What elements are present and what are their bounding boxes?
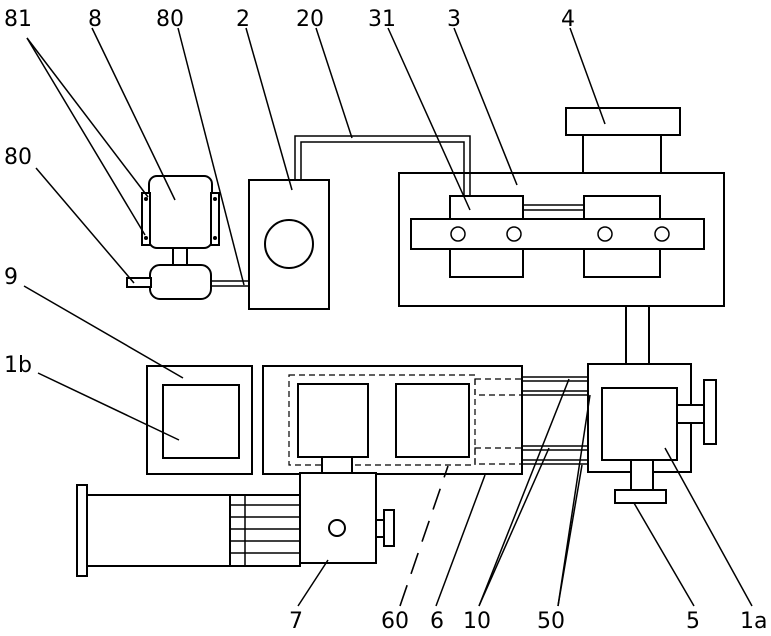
label-60: 60	[381, 609, 409, 634]
component-1a	[587, 363, 717, 473]
label-10: 10	[463, 609, 491, 634]
label-31: 31	[368, 7, 396, 32]
label-5: 5	[686, 609, 700, 634]
component-31-rail	[410, 218, 705, 250]
label-6: 6	[430, 609, 444, 634]
component-2	[248, 179, 330, 310]
label-1b: 1b	[4, 353, 32, 378]
vertical-link	[625, 305, 650, 365]
labels: 81 8 80 2 20 31 3 4 80 9 1b 7 60 6 10 50…	[4, 7, 767, 634]
label-1a: 1a	[740, 609, 767, 634]
component-8-motor	[141, 175, 220, 267]
label-9: 9	[4, 265, 18, 290]
label-81: 81	[4, 7, 32, 32]
label-3: 3	[447, 7, 461, 32]
component-5-handle	[614, 459, 667, 504]
label-4: 4	[561, 7, 575, 32]
label-80-top: 80	[156, 7, 184, 32]
label-8: 8	[88, 7, 102, 32]
component-6-plate	[262, 365, 523, 475]
guide-rods	[522, 376, 588, 465]
pipe-20	[294, 135, 471, 196]
label-80-left: 80	[4, 145, 32, 170]
label-7: 7	[289, 609, 303, 634]
label-50: 50	[537, 609, 565, 634]
component-4	[565, 107, 681, 174]
component-9-frame	[146, 365, 253, 475]
component-7-cylinder	[76, 456, 395, 577]
leader-lines	[23, 27, 753, 607]
label-2: 2	[236, 7, 250, 32]
component-80-pump	[126, 264, 249, 300]
label-20: 20	[296, 7, 324, 32]
